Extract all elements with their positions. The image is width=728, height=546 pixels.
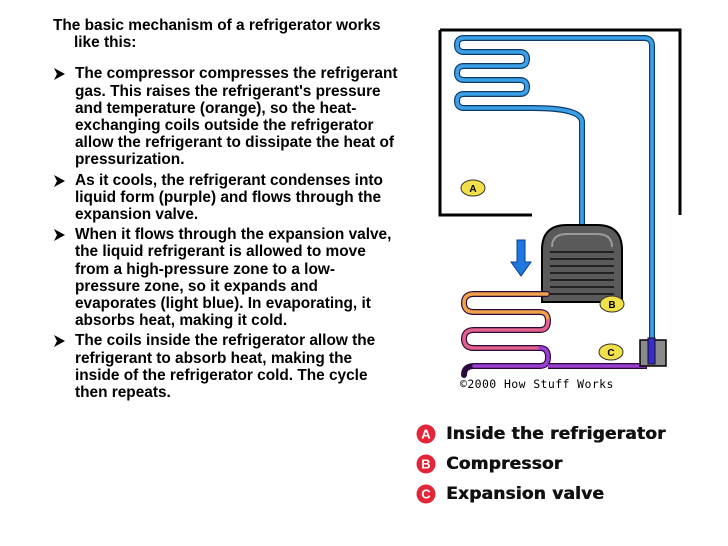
callout-b-label: B bbox=[608, 300, 615, 311]
condenser-coil-mid bbox=[462, 319, 550, 350]
bullet-text: The compressor compresses the refrigeran… bbox=[75, 65, 398, 169]
suction-line-fill bbox=[531, 106, 584, 237]
arrow-bullet-icon bbox=[54, 229, 65, 242]
arrow-bullet-icon bbox=[54, 68, 65, 81]
condenser-coil-liquid bbox=[472, 346, 550, 368]
legend-badge-b: B bbox=[416, 454, 436, 474]
bullet-item: The coils inside the refrigerator allow … bbox=[53, 332, 398, 401]
svg-text:C: C bbox=[421, 487, 431, 502]
bullet-text: The coils inside the refrigerator allow … bbox=[75, 332, 376, 402]
suction-line bbox=[531, 105, 585, 237]
refrigerator-cabinet-left bbox=[438, 30, 532, 217]
evaporator-coil bbox=[453, 35, 647, 111]
copyright-text: ©2000 How Stuff Works bbox=[460, 377, 614, 391]
evaporator-coil-fill bbox=[455, 36, 646, 110]
callout-b bbox=[599, 295, 625, 313]
callout-a bbox=[460, 179, 486, 197]
liquid-line bbox=[548, 342, 647, 369]
compressor-grille bbox=[550, 251, 614, 295]
liquid-line-fill bbox=[548, 342, 646, 368]
svg-text:B: B bbox=[421, 457, 430, 472]
return-line-fill bbox=[643, 36, 654, 342]
condenser-coil-hot bbox=[462, 292, 550, 323]
legend-badge-a: A bbox=[416, 424, 436, 444]
callout-c bbox=[598, 343, 624, 361]
legend-label: Inside the refrigerator bbox=[446, 424, 666, 444]
airflow-down-arrow-icon bbox=[510, 239, 532, 277]
compressor bbox=[541, 224, 623, 303]
bullet-item: As it cools, the refrigerant condenses i… bbox=[53, 172, 398, 224]
refrigerator-cabinet bbox=[440, 28, 682, 215]
bullet-item: The compressor compresses the refrigeran… bbox=[53, 65, 398, 168]
text-column: The basic mechanism of a refrigerator wo… bbox=[53, 17, 398, 404]
legend-item: B Compressor bbox=[416, 453, 686, 483]
svg-text:A: A bbox=[421, 427, 431, 442]
compressor-top-shine bbox=[551, 233, 613, 248]
intro-text: The basic mechanism of a refrigerator wo… bbox=[53, 17, 381, 52]
bullet-text: As it cools, the refrigerant condenses i… bbox=[75, 171, 383, 224]
bullet-list: The compressor compresses the refrigeran… bbox=[53, 65, 398, 401]
arrow-bullet-icon bbox=[54, 174, 65, 187]
legend-badge-c: C bbox=[416, 484, 436, 504]
legend-label: Expansion valve bbox=[446, 484, 604, 504]
condenser-coil bbox=[460, 291, 552, 378]
legend-item: A Inside the refrigerator bbox=[416, 423, 686, 453]
callout-c-label: C bbox=[607, 348, 614, 359]
legend: A Inside the refrigerator B Compressor C… bbox=[416, 423, 686, 513]
legend-label: Compressor bbox=[446, 454, 563, 474]
bullet-text: When it flows through the expansion valv… bbox=[75, 226, 392, 330]
expansion-valve-pipe bbox=[647, 337, 656, 365]
callout-a-label: A bbox=[469, 184, 476, 195]
legend-item: C Expansion valve bbox=[416, 483, 686, 513]
arrow-bullet-icon bbox=[54, 335, 65, 348]
refrigerator-diagram: A B C ©2000 How Stuff Works bbox=[438, 28, 682, 391]
bullet-item: When it flows through the expansion valv… bbox=[53, 226, 398, 329]
